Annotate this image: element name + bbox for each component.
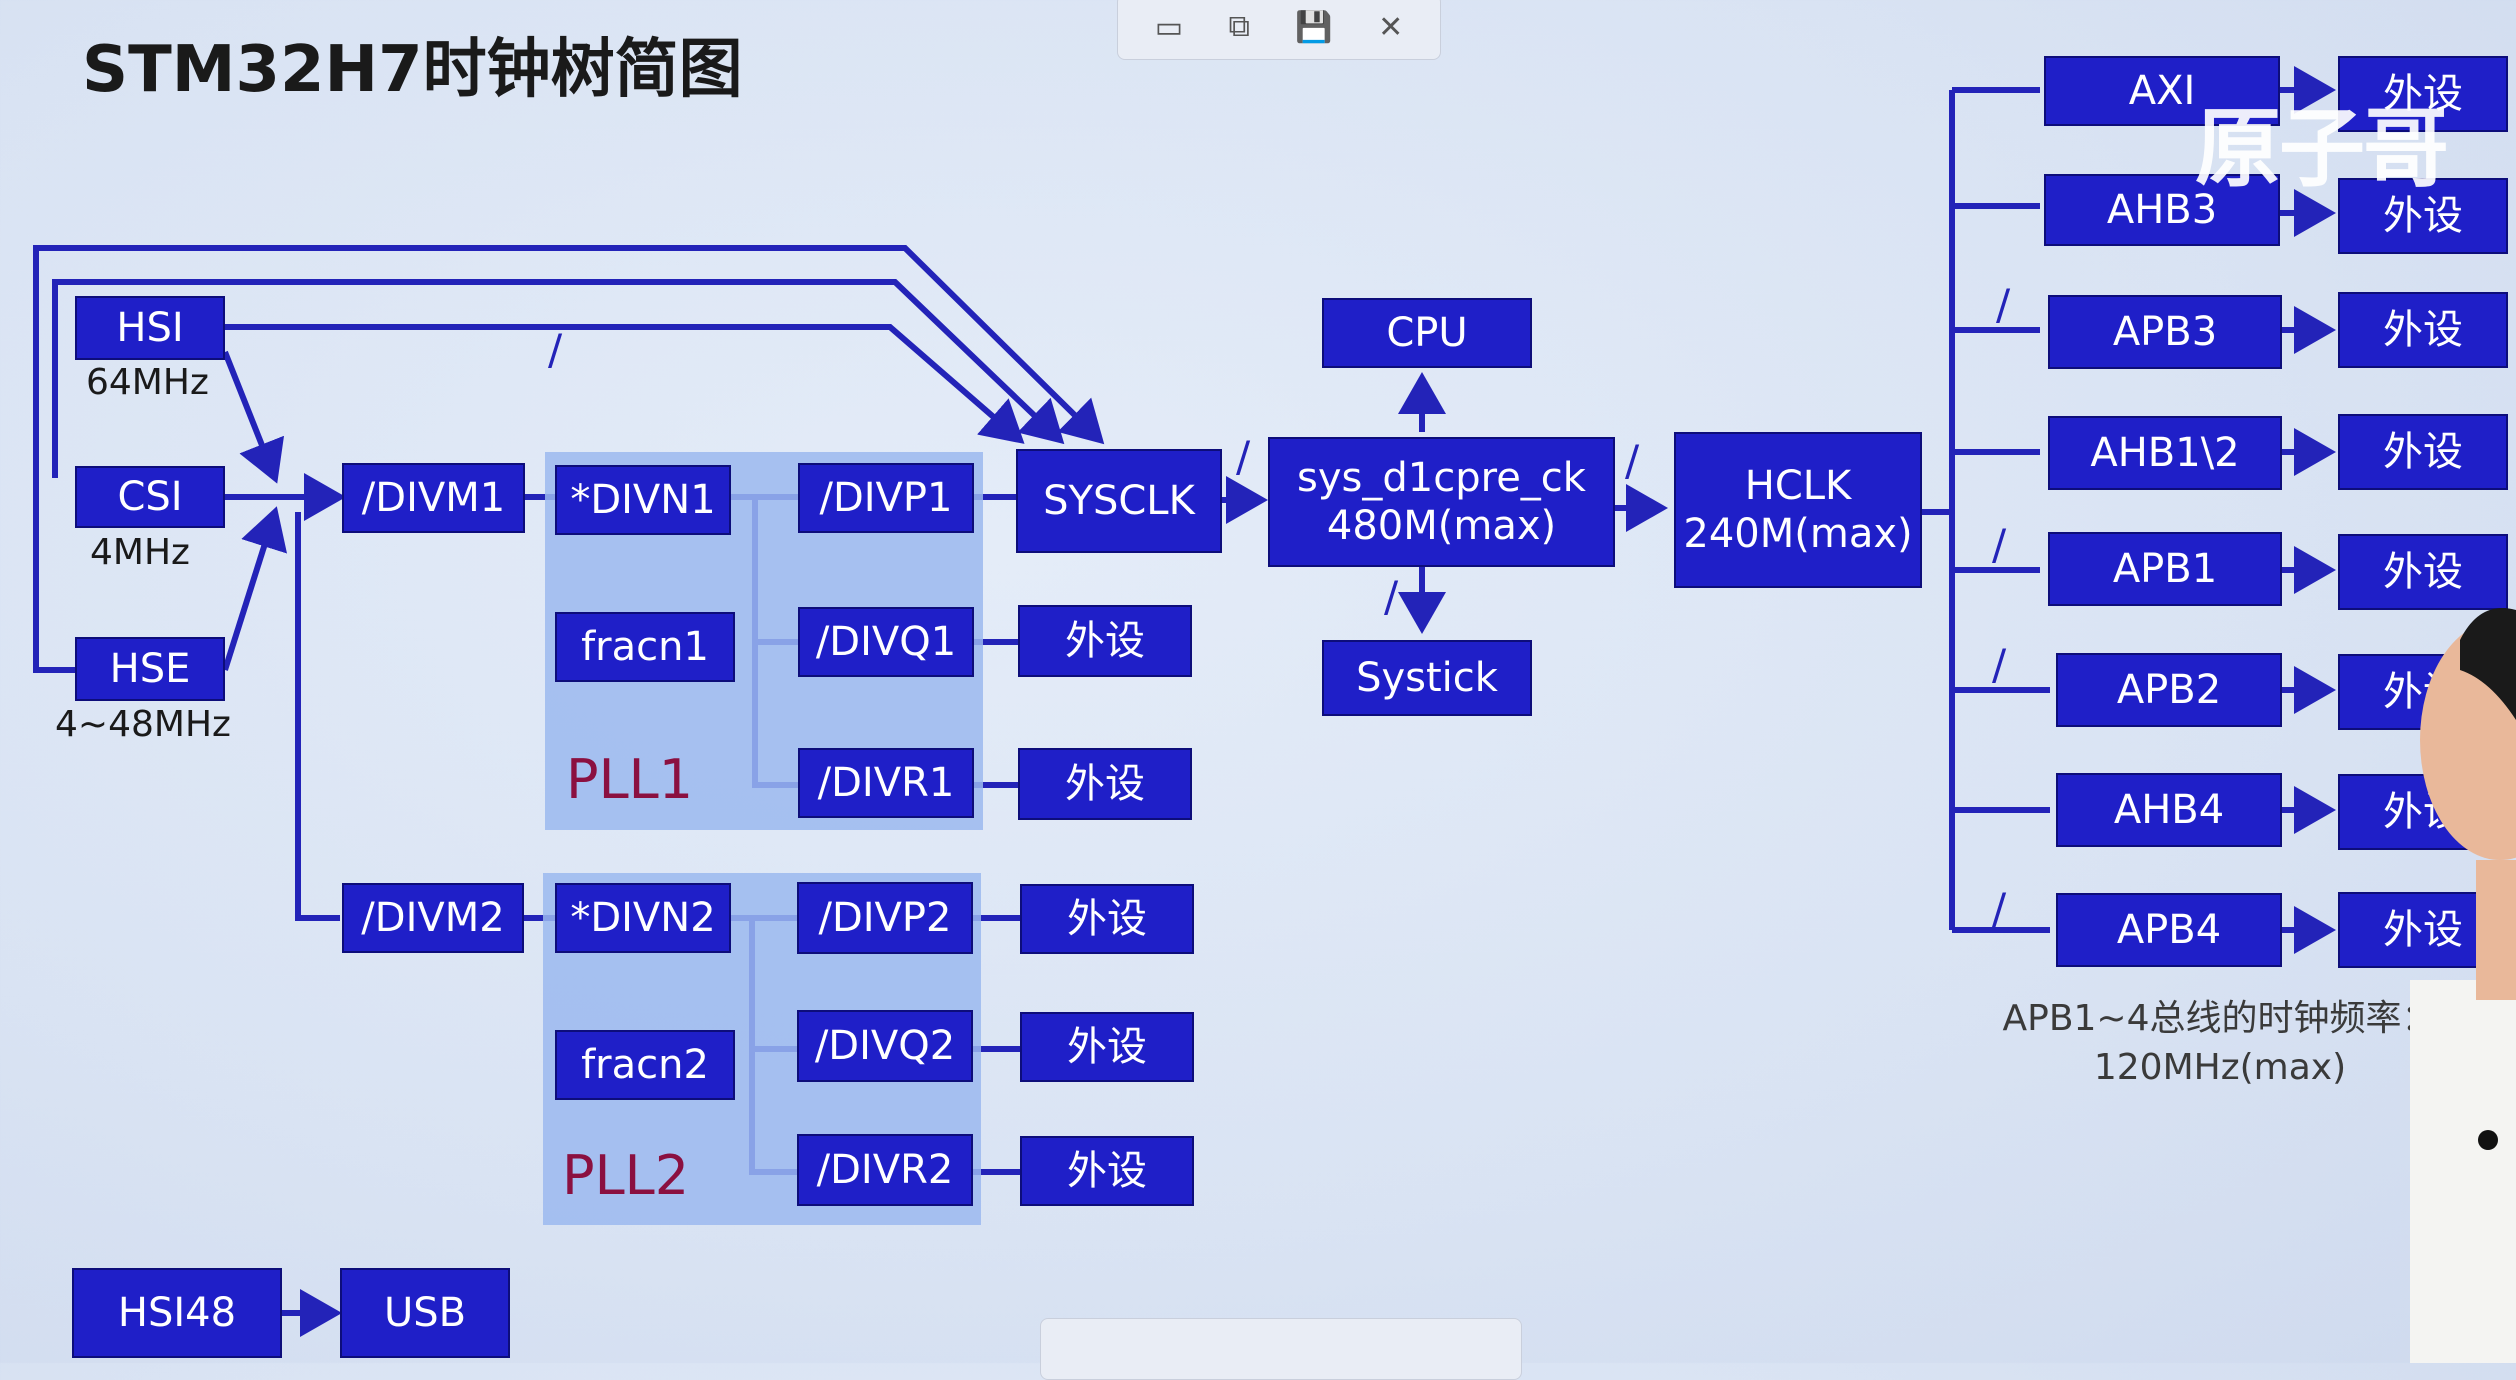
bus-apb3: APB3 [2048, 295, 2282, 369]
divider-mark: / [1236, 432, 1251, 481]
divider-mark: / [1992, 640, 2007, 689]
bus-ahb3: AHB3 [2044, 174, 2280, 246]
peripheral-box: 外设 [2338, 56, 2508, 132]
divider-mark: / [548, 325, 563, 374]
page-title: STM32H7时钟树简图 [82, 33, 743, 107]
peripheral-box: 外设 [2338, 292, 2508, 368]
sys-d1cpre-label: sys_d1cpre_ck [1297, 455, 1586, 501]
close-icon[interactable]: ✕ [1378, 10, 1404, 44]
divider-mark: / [1996, 280, 2011, 329]
apb-note-line1: APB1~4总线的时钟频率： [2002, 998, 2438, 1039]
fracn1-box: fracn1 [555, 612, 735, 682]
bus-apb1: APB1 [2048, 532, 2282, 606]
divider-mark: / [1625, 436, 1640, 485]
pll2-label: PLL2 [562, 1144, 690, 1207]
divr2-box: /DIVR2 [797, 1134, 973, 1206]
hsi-freq: 64MHz [86, 362, 209, 403]
copy-icon[interactable]: ⧉ [1228, 10, 1250, 43]
cpu-box: CPU [1322, 298, 1532, 368]
save-icon[interactable]: 💾 [1295, 10, 1333, 44]
csi-freq: 4MHz [90, 532, 190, 573]
hse-freq: 4~48MHz [55, 704, 231, 745]
bus-apb2: APB2 [2056, 653, 2282, 727]
bus-ahb4: AHB4 [2056, 773, 2282, 847]
hse-box: HSE [75, 637, 225, 701]
usb-box: USB [340, 1268, 510, 1358]
top-toolbar: ▭ ⧉ 💾 ✕ [1117, 0, 1441, 60]
peripheral-box: 外设 [1018, 605, 1192, 677]
sysclk-box: SYSCLK [1016, 449, 1222, 553]
hclk-label: HCLK [1744, 463, 1852, 509]
divm1-box: /DIVM1 [342, 463, 525, 533]
divp2-box: /DIVP2 [797, 882, 973, 954]
window-icon[interactable]: ▭ [1154, 10, 1184, 44]
peripheral-box: 外设 [1020, 884, 1194, 954]
divq2-box: /DIVQ2 [797, 1010, 973, 1082]
divp1-box: /DIVP1 [798, 463, 974, 533]
peripheral-box: 外设 [1020, 1136, 1194, 1206]
peripheral-box: 外设 [2338, 414, 2508, 490]
hsi48-box: HSI48 [72, 1268, 282, 1358]
hsi-box: HSI [75, 296, 225, 360]
csi-box: CSI [75, 466, 225, 528]
divn2-box: *DIVN2 [555, 883, 731, 953]
systick-box: Systick [1322, 640, 1532, 716]
divider-mark: / [1992, 884, 2007, 933]
bus-ahb1-2: AHB1\2 [2048, 416, 2282, 490]
sys-d1cpre-box: sys_d1cpre_ck 480M(max) [1268, 437, 1615, 567]
hclk-max: 240M(max) [1683, 511, 1913, 557]
apb-note: APB1~4总线的时钟频率： 120MHz(max) [1980, 995, 2460, 1092]
divq1-box: /DIVQ1 [798, 607, 974, 677]
peripheral-box: 外设 [2338, 534, 2508, 610]
bus-axi: AXI [2044, 56, 2280, 126]
peripheral-box: 外设 [1018, 748, 1192, 820]
pll1-label: PLL1 [566, 748, 694, 811]
divider-mark: / [1992, 520, 2007, 569]
apb-note-line2: 120MHz(max) [2093, 1046, 2347, 1088]
divr1-box: /DIVR1 [798, 748, 974, 818]
peripheral-box: 外设 [1020, 1012, 1194, 1082]
watermark-logo: 原子哥 [2195, 99, 2449, 199]
peripheral-box: 外设 [2338, 178, 2508, 254]
sys-d1cpre-max: 480M(max) [1326, 503, 1557, 549]
divm2-box: /DIVM2 [342, 883, 524, 953]
divider-mark: / [1384, 572, 1399, 621]
bottom-toolbar [1040, 1318, 1522, 1380]
divn1-box: *DIVN1 [555, 465, 731, 535]
hclk-box: HCLK 240M(max) [1674, 432, 1922, 588]
fracn2-box: fracn2 [555, 1030, 735, 1100]
presenter-image [2410, 608, 2516, 1363]
bus-apb4: APB4 [2056, 893, 2282, 967]
